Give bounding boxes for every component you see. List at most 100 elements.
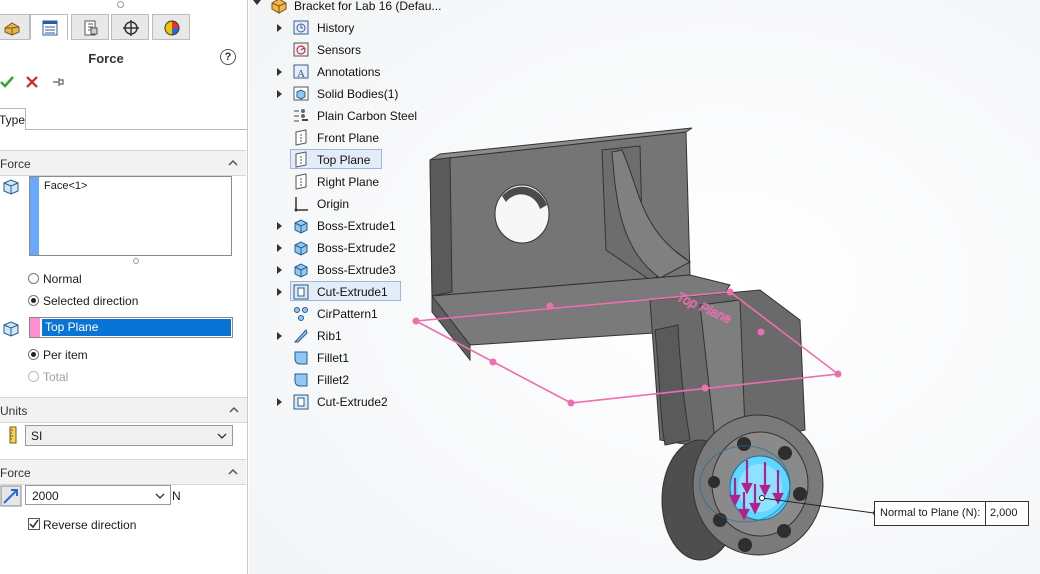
tab-dimxpert-manager[interactable] xyxy=(111,14,149,40)
circular-pattern-icon xyxy=(294,307,308,321)
tree-item[interactable]: Rib1 xyxy=(250,326,440,346)
tree-item[interactable]: Fillet1 xyxy=(250,348,440,368)
tree-item[interactable]: Plain Carbon Steel xyxy=(250,106,440,126)
chevron-right-icon[interactable] xyxy=(277,24,282,32)
tree-item[interactable]: History xyxy=(250,18,440,38)
tree-item[interactable]: Boss-Extrude1 xyxy=(250,216,440,236)
callout-value[interactable]: 2,000 xyxy=(985,502,1028,525)
tree-item[interactable]: Fillet2 xyxy=(250,370,440,390)
extrude-icon xyxy=(294,263,308,278)
tree-item-label: Solid Bodies(1) xyxy=(317,87,399,101)
units-select[interactable]: SI xyxy=(25,425,233,446)
tree-item-label: Plain Carbon Steel xyxy=(317,109,418,123)
force-group-header[interactable]: Force xyxy=(0,150,246,176)
force-unit-label: N xyxy=(172,489,181,503)
origin-icon xyxy=(294,197,308,212)
chevron-right-icon[interactable] xyxy=(277,68,282,76)
per-item-radio[interactable] xyxy=(28,349,39,360)
units-group-label: Units xyxy=(0,404,28,418)
normal-radio[interactable] xyxy=(28,273,39,284)
total-radio xyxy=(28,371,39,382)
panel-grip-icon[interactable] xyxy=(117,1,124,8)
chevron-right-icon[interactable] xyxy=(277,90,282,98)
chevron-up-icon[interactable] xyxy=(228,158,238,168)
configuration-manager-icon xyxy=(84,20,98,36)
chevron-right-icon[interactable] xyxy=(277,332,282,340)
tree-item[interactable]: Top Plane xyxy=(250,149,440,170)
tree-item[interactable]: Cut-Extrude1 xyxy=(250,281,440,302)
tree-item-label: Annotations xyxy=(317,65,381,79)
force-callout[interactable]: Normal to Plane (N): 2,000 xyxy=(874,501,1029,526)
chevron-right-icon[interactable] xyxy=(277,266,282,274)
chevron-right-icon[interactable] xyxy=(277,398,282,406)
selected-face-item[interactable]: Face<1> xyxy=(44,180,88,192)
chevron-down-icon[interactable] xyxy=(253,0,261,5)
tree-item-label: Boss-Extrude1 xyxy=(317,219,396,233)
fillet-icon xyxy=(294,373,308,387)
tree-item[interactable]: CirPattern1 xyxy=(250,304,440,324)
force-arrow-icon xyxy=(0,485,22,507)
tree-item[interactable]: Origin xyxy=(250,194,440,214)
tree-item-label: Fillet2 xyxy=(317,373,350,387)
direction-reference-value[interactable]: Top Plane xyxy=(42,319,231,336)
solid-bodies-icon xyxy=(293,86,309,101)
chevron-right-icon[interactable] xyxy=(277,288,282,296)
tab-property-manager[interactable] xyxy=(30,14,68,40)
reverse-direction-checkbox[interactable] xyxy=(28,518,40,530)
resize-handle-icon[interactable] xyxy=(133,258,139,264)
callout-label: Normal to Plane (N): xyxy=(880,507,981,519)
chevron-up-icon[interactable] xyxy=(228,467,238,477)
chevron-up-icon[interactable] xyxy=(229,405,239,415)
force-value[interactable]: 2000 xyxy=(32,489,59,503)
force-value-input[interactable]: 2000 xyxy=(25,485,171,505)
dimxpert-icon xyxy=(123,20,139,36)
face-selection-box[interactable]: Face<1> xyxy=(29,176,232,256)
rib-icon xyxy=(293,329,308,343)
tree-item-label: Cut-Extrude1 xyxy=(317,285,388,299)
tab-display-manager[interactable] xyxy=(152,14,190,40)
tab-type[interactable]: Type xyxy=(0,108,26,130)
tree-item[interactable]: Sensors xyxy=(250,40,440,60)
bracket-part[interactable] xyxy=(429,127,824,561)
selected-direction-radio[interactable] xyxy=(28,295,39,306)
chevron-down-icon[interactable] xyxy=(155,492,165,500)
reverse-direction-label[interactable]: Reverse direction xyxy=(43,518,137,532)
material-icon xyxy=(294,109,308,122)
per-item-label[interactable]: Per item xyxy=(43,348,88,362)
tree-item-label: Cut-Extrude2 xyxy=(317,395,388,409)
display-manager-icon xyxy=(164,20,180,36)
force-value-group-header[interactable]: Force xyxy=(0,459,246,485)
part-icon xyxy=(271,0,287,14)
plane-icon xyxy=(295,151,307,168)
tab-configuration-manager[interactable] xyxy=(71,14,109,40)
tab-feature-manager[interactable] xyxy=(0,14,30,40)
tree-root[interactable]: Bracket for Lab 16 (Defau... xyxy=(250,0,442,16)
help-button[interactable]: ? xyxy=(220,49,236,65)
tree-root-label: Bracket for Lab 16 (Defau... xyxy=(294,0,442,13)
cancel-x-icon[interactable] xyxy=(25,75,39,89)
callout-anchor xyxy=(759,495,765,501)
tree-item[interactable]: Solid Bodies(1) xyxy=(250,84,440,104)
ok-check-icon[interactable] xyxy=(0,75,14,89)
direction-reference-field[interactable]: Top Plane xyxy=(29,317,233,338)
callout-leader xyxy=(761,497,875,514)
cut-extrude-icon xyxy=(293,394,309,410)
tree-item[interactable]: Cut-Extrude2 xyxy=(250,392,440,412)
tree-item-label: Right Plane xyxy=(317,175,380,189)
tree-item[interactable]: Front Plane xyxy=(250,128,440,148)
pushpin-icon[interactable] xyxy=(51,75,65,89)
face-selection-icon xyxy=(3,179,19,195)
chevron-right-icon[interactable] xyxy=(277,222,282,230)
tree-item[interactable]: Right Plane xyxy=(250,172,440,192)
normal-label[interactable]: Normal xyxy=(43,272,82,286)
selected-direction-label[interactable]: Selected direction xyxy=(43,294,139,308)
direction-reference-icon xyxy=(3,321,19,337)
checkmark-icon xyxy=(29,519,39,529)
selection-highlight xyxy=(290,149,382,169)
tree-item[interactable]: Boss-Extrude2 xyxy=(250,238,440,258)
units-group-header[interactable]: Units xyxy=(0,397,247,423)
chevron-right-icon[interactable] xyxy=(277,244,282,252)
tree-item[interactable]: Boss-Extrude3 xyxy=(250,260,440,280)
